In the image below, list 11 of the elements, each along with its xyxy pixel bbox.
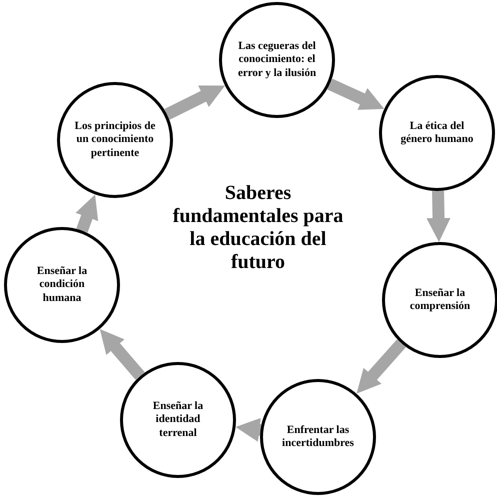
node-text: Los principios de un conocimiento pertinente [74,120,156,160]
node-text: Las cegueras del conocimiento: el error y la ilusión [236,40,318,80]
arrow [76,192,101,233]
node-text: Enfrentar las incertidumbres [281,424,355,450]
node-text: Enseñar la identidad terrenal [152,400,204,440]
node-text: Enseñar la comprensión [408,286,472,314]
arrow [234,418,262,442]
arrow [426,190,451,242]
node-text: Enseñar la condición humana [36,265,88,305]
center-title: Saberes fundamentales para la educación del futuro [172,182,344,274]
node-text: La ética del género humano [400,120,474,146]
